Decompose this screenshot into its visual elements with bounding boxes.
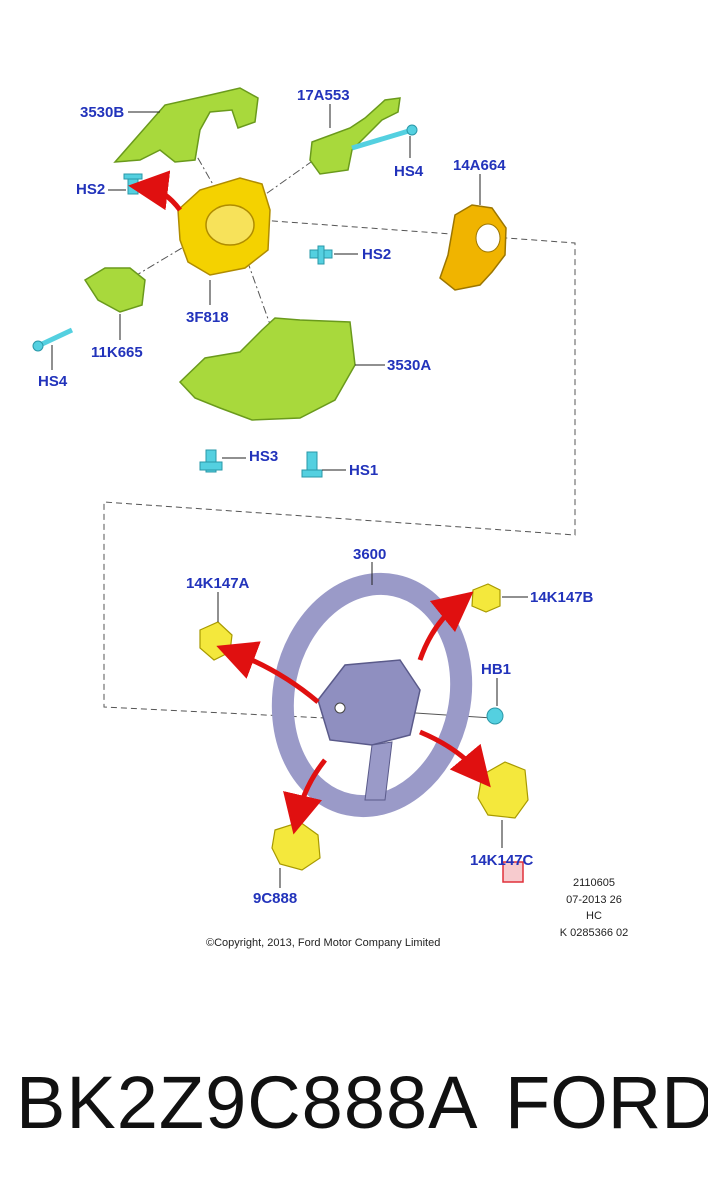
copyright-notice: ©Copyright, 2013, Ford Motor Company Lim… [206,937,441,949]
switch-14k147a [199,621,233,661]
switch-11k665 [83,267,146,313]
label-hs4-left: HS4 [38,373,68,390]
label-hs3: HS3 [249,448,279,465]
hs2-screw-mid [309,245,333,265]
label-3530a: 3530A [387,357,432,374]
label-hs1: HS1 [349,462,379,479]
leader-lines [51,104,528,888]
part-number: BK2Z9C888A [16,1061,479,1144]
steering-wheel-3600 [271,572,473,818]
lower-shroud-3530a [178,317,356,421]
hs3-screw [199,449,223,473]
label-hb1: HB1 [481,661,512,678]
label-14a664: 14A664 [453,157,506,174]
label-14k147c: 14K147C [470,852,534,869]
parts-diagram: 3530B 17A553 HS4 HS2 14A664 HS2 3F818 11… [32,87,629,949]
airbag-9c888 [271,821,321,871]
label-3530b: 3530B [80,104,125,121]
label-3f818: 3F818 [186,309,229,326]
hs1-screw [301,451,323,478]
label-9c888: 9C888 [253,890,298,907]
stamp-line-3: HC [586,910,602,922]
hs4-bolt-left [32,327,74,352]
wiper-switch-17a553 [309,97,401,175]
red-arrows [128,170,491,835]
stamp-line-2: 07-2013 26 [566,894,622,906]
exploded-view-drawing [32,87,576,888]
stamp-line-4: K 0285366 02 [559,927,629,939]
label-17a553: 17A553 [297,87,350,104]
hs2-screw-left [123,173,143,195]
label-14k147b: 14K147B [530,589,594,606]
brand-name: FORD [505,1061,708,1144]
label-hs4-top: HS4 [394,163,424,180]
label-hs2-mid: HS2 [362,246,392,263]
label-hs2-left: HS2 [76,181,106,198]
switch-14k147b [471,583,501,613]
label-14k147a: 14K147A [186,575,250,592]
horn-bolt-hb1 [486,707,504,725]
upper-shroud-3530b [113,87,259,163]
highlight-marker [502,861,524,883]
stamp-line-1: 2110605 [572,877,615,889]
dashed-connection-outline [103,217,576,719]
product-caption: BK2Z9C888A FORD [0,1060,708,1160]
switch-14k147c [477,761,529,819]
hs4-bolt-top [351,124,418,151]
label-3600: 3600 [353,546,387,563]
label-11k665: 11K665 [91,344,143,361]
